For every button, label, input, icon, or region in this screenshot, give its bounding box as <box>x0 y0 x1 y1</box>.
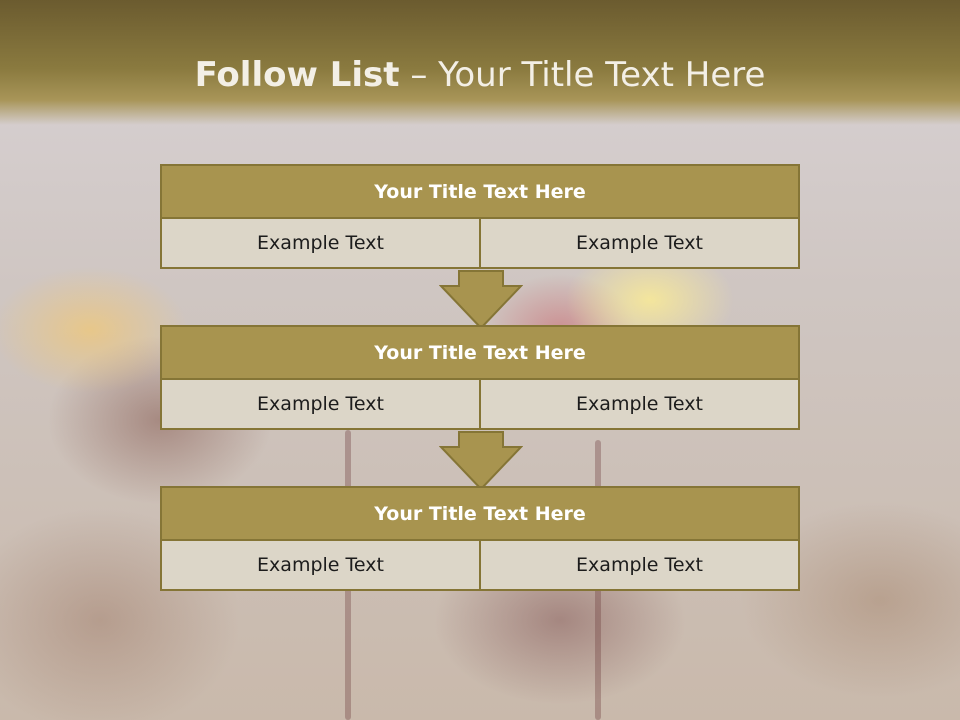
flow-block-title[interactable]: Your Title Text Here <box>160 325 800 380</box>
flow-block-title[interactable]: Your Title Text Here <box>160 164 800 219</box>
flow-block-3: Your Title Text Here Example Text Exampl… <box>160 486 800 591</box>
flow-block-cell-left[interactable]: Example Text <box>160 541 481 591</box>
flow-block-row: Example Text Example Text <box>160 380 800 430</box>
flow-block-cell-right[interactable]: Example Text <box>481 219 800 269</box>
slide-title-bold: Follow List <box>194 55 400 95</box>
flow-block-cell-left[interactable]: Example Text <box>160 219 481 269</box>
header-band <box>0 0 960 125</box>
down-arrow-icon <box>439 431 523 491</box>
down-arrow-icon <box>439 270 523 330</box>
slide-title-rest: – Your Title Text Here <box>399 55 766 95</box>
flow-block-row: Example Text Example Text <box>160 541 800 591</box>
flow-block-title[interactable]: Your Title Text Here <box>160 486 800 541</box>
flow-block-1: Your Title Text Here Example Text Exampl… <box>160 164 800 269</box>
flow-block-cell-right[interactable]: Example Text <box>481 380 800 430</box>
flow-block-cell-right[interactable]: Example Text <box>481 541 800 591</box>
flow-block-2: Your Title Text Here Example Text Exampl… <box>160 325 800 430</box>
flow-block-row: Example Text Example Text <box>160 219 800 269</box>
flow-block-cell-left[interactable]: Example Text <box>160 380 481 430</box>
slide-title: Follow List – Your Title Text Here <box>0 52 960 98</box>
